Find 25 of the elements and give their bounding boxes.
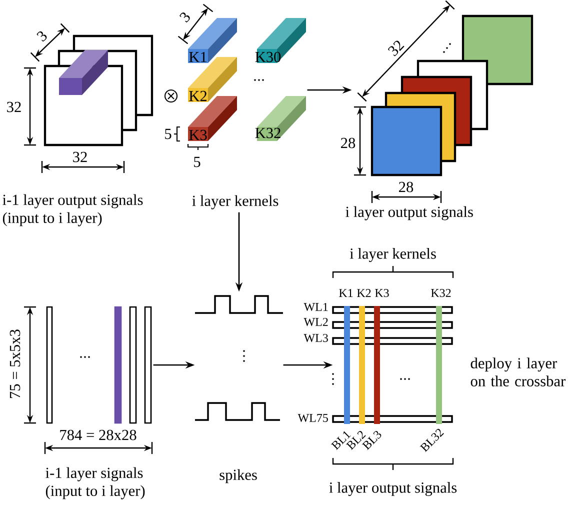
text-label: WL2	[304, 318, 328, 326]
node-label: i layer kernels	[192, 195, 278, 210]
text-label: i layer kernels	[350, 248, 436, 262]
text-label: WL3	[304, 334, 328, 342]
text-label: K3	[189, 130, 207, 140]
dimension-label: 32	[73, 152, 87, 162]
crossbar-drawing	[332, 306, 453, 424]
node-label: spikes	[220, 469, 257, 484]
node-label: deploy i layer on the crossbar	[470, 358, 566, 386]
dimension-label: 5	[165, 128, 172, 140]
node-label: i-1 layer signals (input to i layer)	[46, 467, 145, 500]
text-label: WL1	[304, 302, 328, 312]
text-label: i layer output signals	[329, 482, 457, 496]
dimension-label: 784 = 28x28	[60, 430, 136, 440]
dimension-label: 28	[399, 182, 414, 192]
dimension-label: 3	[36, 31, 47, 42]
dimension-label: 32	[7, 102, 21, 112]
text-label: WL75	[298, 414, 328, 422]
text-label: K2	[189, 90, 207, 102]
node-label: i-1 layer output signals (input to i layer)	[2, 194, 143, 226]
dimension-label: 28	[341, 138, 356, 148]
dimension-label: 32	[388, 40, 404, 56]
dimension-label: 3	[180, 12, 190, 22]
dimension-label: 5	[194, 156, 200, 168]
node-label: i layer output signals	[346, 206, 473, 220]
